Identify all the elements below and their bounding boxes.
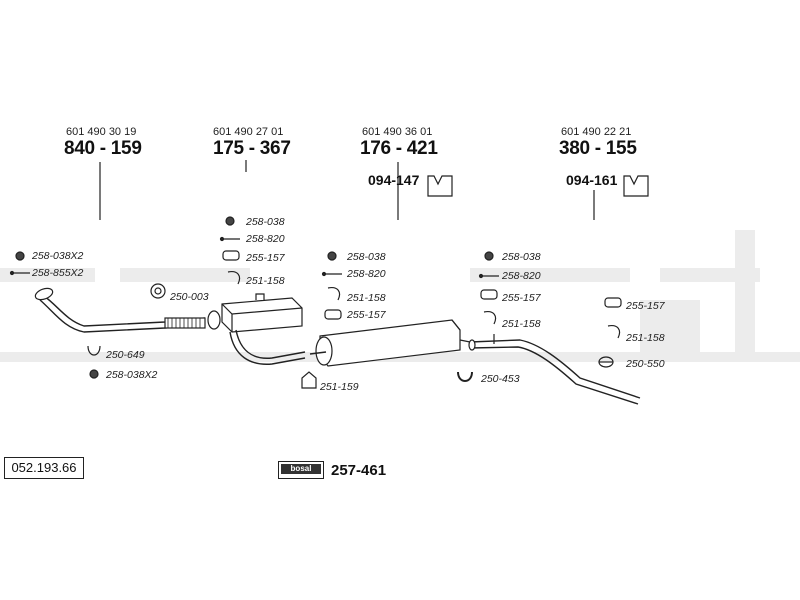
part-label[interactable]: 255-157 [626, 300, 665, 312]
catalog-number[interactable]: 257-461 [331, 462, 387, 479]
part-label[interactable]: 258-038X2 [32, 250, 84, 262]
part-label[interactable]: 250-453 [481, 373, 520, 385]
part-number-4[interactable]: 380 - 155 [559, 138, 637, 159]
part-number-3[interactable]: 176 - 421 [360, 138, 438, 159]
part-label[interactable]: 251-158 [347, 292, 386, 304]
part-label[interactable]: 250-649 [106, 349, 145, 361]
part-label[interactable]: 258-820 [246, 233, 285, 245]
part-label[interactable]: 250-003 [170, 291, 209, 303]
watermark-bar-2 [120, 268, 250, 282]
part-label[interactable]: 255-157 [246, 252, 285, 264]
part-label[interactable]: 251-158 [626, 332, 665, 344]
oe-number-3: 601 490 36 01 [362, 126, 433, 138]
part-label[interactable]: 250-550 [626, 358, 665, 370]
watermark-bar-1 [0, 268, 95, 282]
part-label[interactable]: 255-157 [347, 309, 386, 321]
part-label[interactable]: 258-038 [246, 216, 285, 228]
part-label[interactable]: 258-820 [347, 268, 386, 280]
bracket-number-1[interactable]: 094-147 [368, 172, 420, 188]
bracket-number-2[interactable]: 094-161 [566, 172, 618, 188]
watermark-bar-6 [735, 230, 755, 360]
part-number-2[interactable]: 175 - 367 [213, 138, 291, 159]
part-label[interactable]: 258-820 [502, 270, 541, 282]
oe-number-1: 601 490 30 19 [66, 126, 137, 138]
part-label[interactable]: 251-159 [320, 381, 359, 393]
part-label[interactable]: 255-157 [502, 292, 541, 304]
part-label[interactable]: 258-038 [347, 251, 386, 263]
part-label[interactable]: 251-158 [246, 275, 285, 287]
oe-number-4: 601 490 22 21 [561, 126, 632, 138]
part-label[interactable]: 258-038 [502, 251, 541, 263]
part-label[interactable]: 258-038X2 [106, 369, 158, 381]
reference-number: 052.193.66 [4, 457, 84, 479]
part-label[interactable]: 251-158 [502, 318, 541, 330]
watermark-bar-7 [640, 300, 700, 355]
part-label[interactable]: 258-855X2 [32, 267, 84, 279]
oe-number-2: 601 490 27 01 [213, 126, 284, 138]
watermark-bar-3 [470, 268, 630, 282]
part-number-1[interactable]: 840 - 159 [64, 138, 142, 159]
bosal-logo-icon: bosal [278, 461, 324, 479]
